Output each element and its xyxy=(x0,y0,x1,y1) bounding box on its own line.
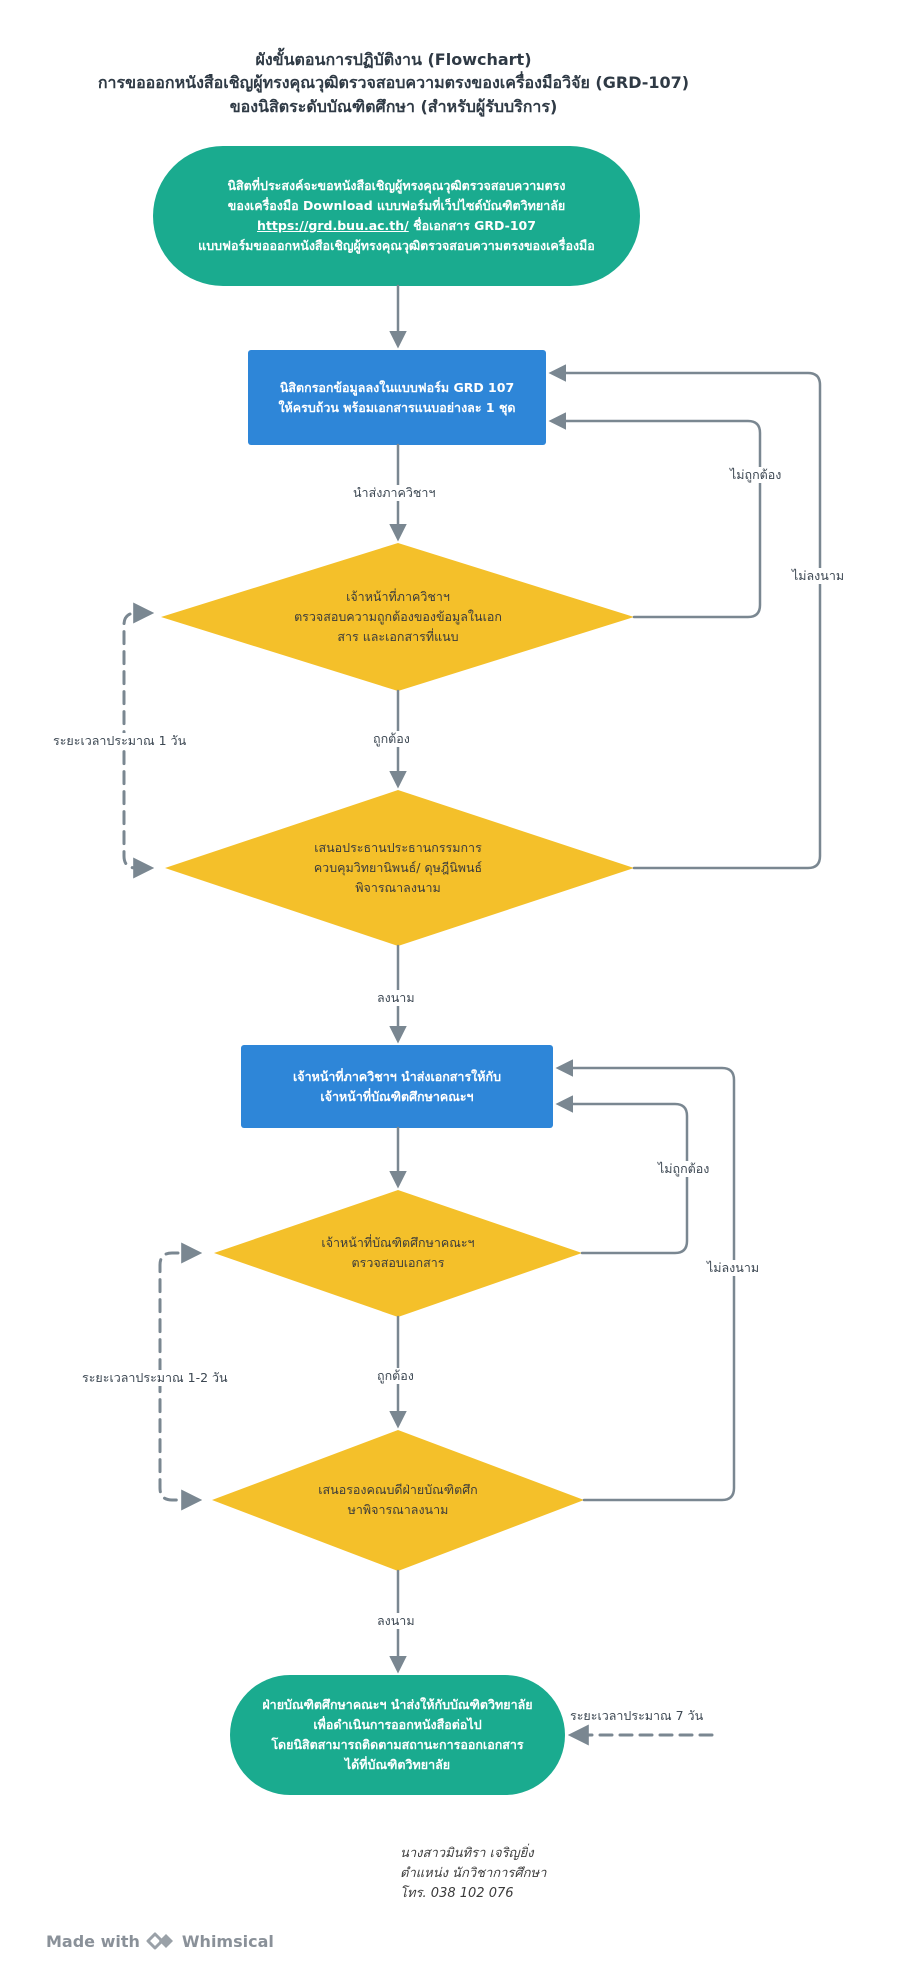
end-text-line-4: ได้ที่บัณฑิตวิทยาลัย xyxy=(344,1757,451,1772)
dept-check-text: เจ้าหน้าที่ภาควิชาฯ ตรวจสอบความถูกต้องขอ… xyxy=(230,583,566,651)
label-not-signed-2: ไม่ลงนาม xyxy=(704,1260,763,1276)
label-correct-1: ถูกต้อง xyxy=(370,731,413,747)
fac-check-line-1: เจ้าหน้าที่บัณฑิตศึกษาคณะฯ xyxy=(321,1235,475,1250)
dept-send-text: เจ้าหน้าที่ภาควิชาฯ นำส่งเอกสารให้กับ เจ… xyxy=(241,1045,553,1128)
chair-sign-line-1: เสนอประธานประธานกรรมการ xyxy=(314,840,482,855)
fill-form-line-1: นิสิตกรอกข้อมูลลงในแบบฟอร์ม GRD 107 xyxy=(279,379,515,395)
connector-incorrect-loop-1 xyxy=(548,412,762,619)
chair-sign-decision xyxy=(165,790,634,946)
label-duration-3: ระยะเวลาประมาณ 7 วัน xyxy=(567,1708,707,1724)
fac-check-line-2: ตรวจสอบเอกสาร xyxy=(351,1255,445,1270)
label-signed-1: ลงนาม xyxy=(374,990,418,1006)
end-text-line-2: เพื่อดำเนินการออกหนังสือต่อไป xyxy=(313,1717,482,1732)
dean-sign-line-2: ษาพิจารณาลงนาม xyxy=(347,1502,449,1517)
end-terminal-text: ฝ่ายบัณฑิตศึกษาคณะฯ นำส่งให้กับบัณฑิตวิท… xyxy=(230,1675,565,1795)
dept-send-line-1: เจ้าหน้าที่ภาควิชาฯ นำส่งเอกสารให้กับ xyxy=(292,1068,502,1084)
fac-check-decision xyxy=(214,1190,582,1317)
dean-sign-text: เสนอรองคณบดีฝ่ายบัณฑิตศึก ษาพิจารณาลงนาม xyxy=(260,1477,536,1523)
label-duration-1: ระยะเวลาประมาณ 1 วัน xyxy=(50,733,190,749)
dept-check-line-1: เจ้าหน้าที่ภาควิชาฯ xyxy=(346,589,450,604)
label-not-signed-1: ไม่ลงนาม xyxy=(789,568,848,584)
title-line-3: ของนิสิตระดับบัณฑิตศึกษา (สำหรับผู้รับบร… xyxy=(229,97,558,116)
end-terminal xyxy=(230,1675,565,1795)
start-text-line-2: ของเครื่องมือ Download แบบฟอร์มที่เว็ปไซ… xyxy=(227,198,566,213)
signature-position: ตำแหน่ง นักวิชาการศึกษา xyxy=(400,1866,547,1881)
start-doc-name: ชื่อเอกสาร GRD-107 xyxy=(408,218,536,233)
connector-not-signed-loop-2 xyxy=(555,1059,736,1502)
connector-not-signed-loop-1 xyxy=(548,364,822,870)
dean-sign-decision xyxy=(212,1430,584,1571)
start-terminal-text: นิสิตที่ประสงค์จะขอหนังสือเชิญผู้ทรงคุณว… xyxy=(153,146,640,286)
label-send-dept: นำส่งภาควิชาฯ xyxy=(350,485,439,501)
fill-form-line-2: ให้ครบถ้วน พร้อมเอกสารแนบอย่างละ 1 ชุด xyxy=(278,399,516,415)
dept-check-line-3: สาร และเอกสารที่แนบ xyxy=(337,629,459,644)
title-line-1: ผังขั้นตอนการปฏิบัติงาน (Flowchart) xyxy=(255,50,532,69)
whimsical-brand-text: Whimsical xyxy=(181,1931,274,1951)
made-with-whimsical-badge[interactable]: Made with Whimsical xyxy=(46,1930,274,1952)
whimsical-logo-icon xyxy=(146,1932,173,1950)
signature-name: นางสาวมินทิรา เจริญยิ่ง xyxy=(400,1846,534,1861)
start-text-line-3: https://grd.buu.ac.th/ ชื่อเอกสาร GRD-10… xyxy=(257,216,536,236)
fill-form-text: นิสิตกรอกข้อมูลลงในแบบฟอร์ม GRD 107 ให้ค… xyxy=(248,350,546,445)
dept-check-line-2: ตรวจสอบความถูกต้องของข้อมูลในเอก xyxy=(294,609,502,624)
fill-form-process xyxy=(248,350,546,445)
chair-sign-line-3: พิจารณาลงนาม xyxy=(355,880,441,895)
start-text-line-1: นิสิตที่ประสงค์จะขอหนังสือเชิญผู้ทรงคุณว… xyxy=(227,178,566,193)
grd-website-link[interactable]: https://grd.buu.ac.th/ xyxy=(257,218,409,233)
duration-bracket-2 xyxy=(158,1242,203,1511)
label-incorrect-2: ไม่ถูกต้อง xyxy=(655,1161,713,1177)
dept-check-decision xyxy=(161,543,634,691)
dean-sign-line-1: เสนอรองคณบดีฝ่ายบัณฑิตศึก xyxy=(318,1482,478,1497)
label-correct-2: ถูกต้อง xyxy=(374,1368,417,1384)
end-text-line-1: ฝ่ายบัณฑิตศึกษาคณะฯ นำส่งให้กับบัณฑิตวิท… xyxy=(262,1697,533,1712)
connector-incorrect-loop-2 xyxy=(555,1095,689,1255)
label-signed-2: ลงนาม xyxy=(374,1613,418,1629)
dept-send-line-2: เจ้าหน้าที่บัณฑิตศึกษาคณะฯ xyxy=(320,1088,474,1104)
start-text-line-4: แบบฟอร์มขอออกหนังสือเชิญผู้ทรงคุณวุฒิตรว… xyxy=(198,238,595,253)
start-terminal xyxy=(153,146,640,286)
signature-phone: โทร. 038 102 076 xyxy=(400,1886,514,1901)
label-incorrect-1: ไม่ถูกต้อง xyxy=(727,467,785,483)
dept-send-process xyxy=(241,1045,553,1128)
title-line-2: การขอออกหนังสือเชิญผู้ทรงคุณวุฒิตรวจสอบค… xyxy=(97,73,690,92)
made-with-text: Made with xyxy=(46,1931,140,1951)
end-text-line-3: โดยนิสิตสามารถติดตามสถานะการออกเอกสาร xyxy=(271,1737,524,1752)
chair-sign-text: เสนอประธานประธานกรรมการ ควบคุมวิทยานิพนธ… xyxy=(240,834,556,902)
fac-check-text: เจ้าหน้าที่บัณฑิตศึกษาคณะฯ ตรวจสอบเอกสาร xyxy=(260,1230,536,1276)
chair-sign-line-2: ควบคุมวิทยานิพนธ์/ ดุษฎีนิพนธ์ xyxy=(313,860,483,875)
label-duration-2: ระยะเวลาประมาณ 1-2 วัน xyxy=(79,1370,231,1386)
